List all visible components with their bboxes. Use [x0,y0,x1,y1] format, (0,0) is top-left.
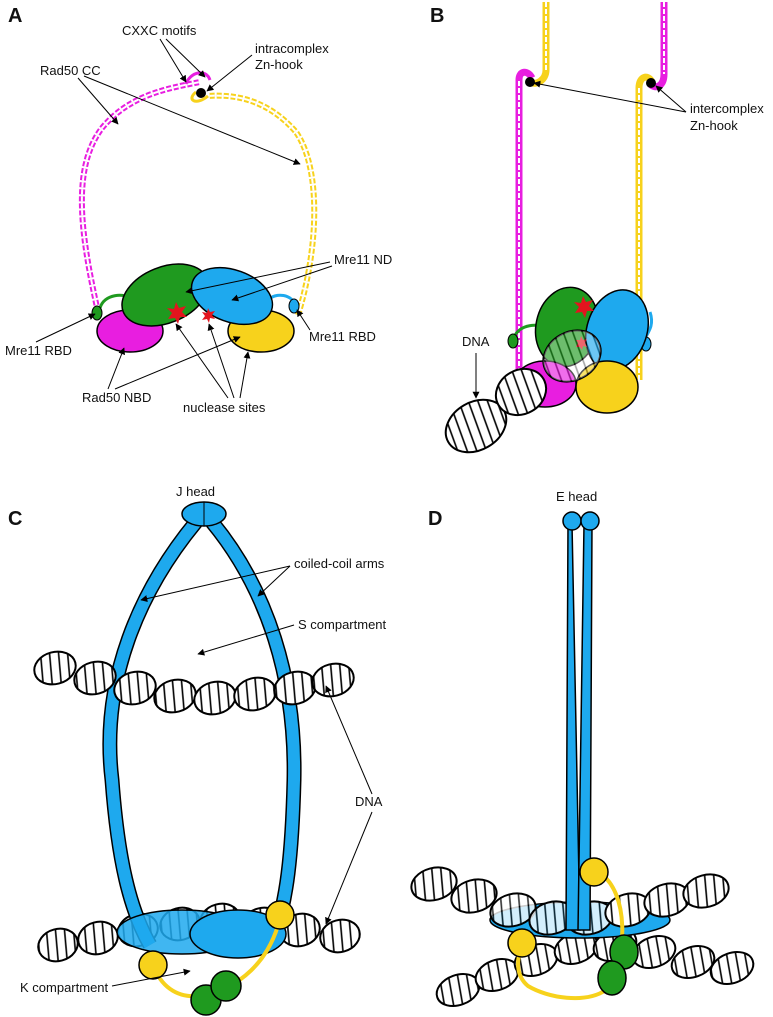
label-nuclease-sites: nuclease sites [183,400,266,415]
panel-c: C [8,484,387,1016]
base-domain-right [189,909,287,959]
rad50-nbd-yellow-b [575,360,639,414]
rad50-cc-yellow-left [528,2,550,87]
label-dna-c: DNA [355,794,383,809]
mre11-rbd-blue [288,298,300,314]
e-head-right [580,511,600,531]
label-mre11-rbd-right: Mre11 RBD [309,329,376,344]
label-mre11-rbd-left: Mre11 RBD [5,343,72,358]
label-coiled-coil-arms: coiled-coil arms [294,556,385,571]
mre11-rbd-green [91,305,103,321]
label-e-head: E head [556,489,597,504]
panel-d: D [410,489,755,1007]
label-cxxc-motifs: CXXC motifs [122,23,197,38]
panel-d-letter: D [428,508,442,530]
panel-a-arrows [35,38,333,399]
label-intercomplex-line2: Zn-hook [690,118,738,133]
panel-c-arrows [111,565,373,987]
panel-a-letter: A [8,5,22,27]
label-s-compartment: S compartment [298,617,387,632]
nuclease-site-star-left [167,302,187,324]
panel-b-arrows [472,80,687,399]
label-dna-b: DNA [462,334,490,349]
panel-a: A CXXC motifs intracomplex Zn-hook Rad50… [5,5,392,415]
coiled-coil-arm-right-fill [207,518,301,932]
label-intracomplex-line1: intracomplex [255,41,329,56]
intercomplex-zinc-right-icon [646,78,656,88]
label-intercomplex-line1: intercomplex [690,101,764,116]
label-j-head: J head [176,484,215,499]
panel-c-letter: C [8,508,22,530]
rad50-cc-yellow-inner [207,94,316,316]
dna-helix-b [444,329,602,454]
label-k-compartment: K compartment [20,980,109,995]
label-mre11-nd: Mre11 ND [334,252,392,267]
coiled-coil-arms-closed [565,523,581,931]
panel-b-letter: B [430,5,444,27]
e-head-left [562,511,582,531]
kite-green-2 [210,970,242,1002]
kleisin-ball-yellow-bottom [138,950,168,980]
coiled-coil-arm-left-fill [103,518,201,948]
kite-green-d2 [597,960,627,996]
kleisin-linker-d [516,870,625,1001]
mre11-rbd-green-b [507,333,519,349]
label-intracomplex-line2: Zn-hook [255,57,303,72]
kleisin-ball-yellow-top [265,900,295,930]
intracomplex-hook-loop-yellow [190,90,209,103]
dna-helix-c-upper [33,650,355,716]
zn-hook-zinc-icon [196,88,206,98]
label-rad50-cc: Rad50 CC [40,63,101,78]
rad50-cc-magenta-left [515,68,536,380]
intracomplex-hook-loop-magenta [184,71,212,85]
nuclease-site-star-b [574,296,594,318]
panel-b: B DNA intercomplex [430,2,764,454]
kleisin-ball-yellow-top-d [579,857,609,887]
label-rad50-nbd: Rad50 NBD [82,390,151,405]
rad50-cc-magenta-inner [80,81,201,313]
kleisin-ball-yellow-bottom-d [507,928,537,958]
intercomplex-zinc-left-icon [525,77,535,87]
nuclease-site-star-right [202,308,215,323]
rad50-cc-magenta-right [647,2,668,91]
